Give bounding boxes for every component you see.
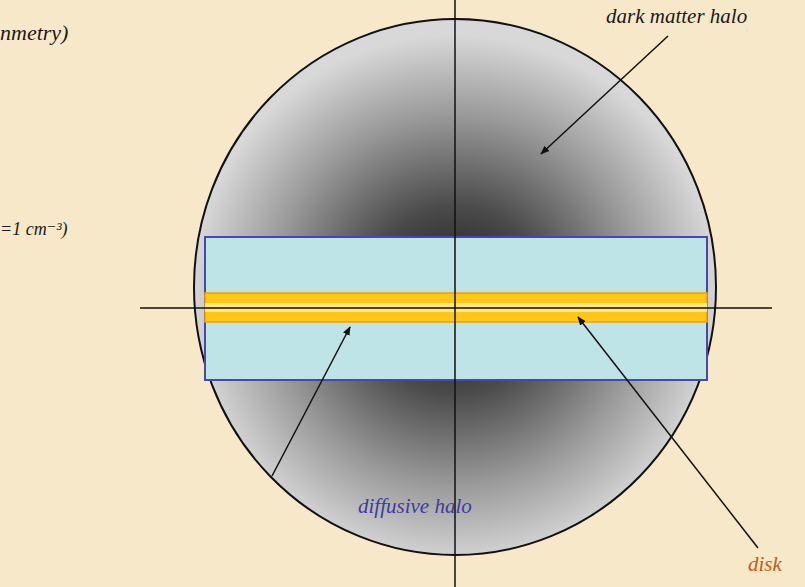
halo-label: diffusive halo: [358, 494, 472, 518]
leader-line: [272, 327, 350, 476]
leader-line: [541, 36, 668, 154]
halo-label: dark matter halo: [606, 4, 747, 28]
leader-line: [578, 317, 758, 548]
disk-label: disk: [748, 552, 782, 576]
text-fragment: =1 cm⁻³): [0, 219, 68, 240]
text-fragment: nmetry): [0, 20, 68, 45]
horizontal-axis: [140, 307, 772, 309]
